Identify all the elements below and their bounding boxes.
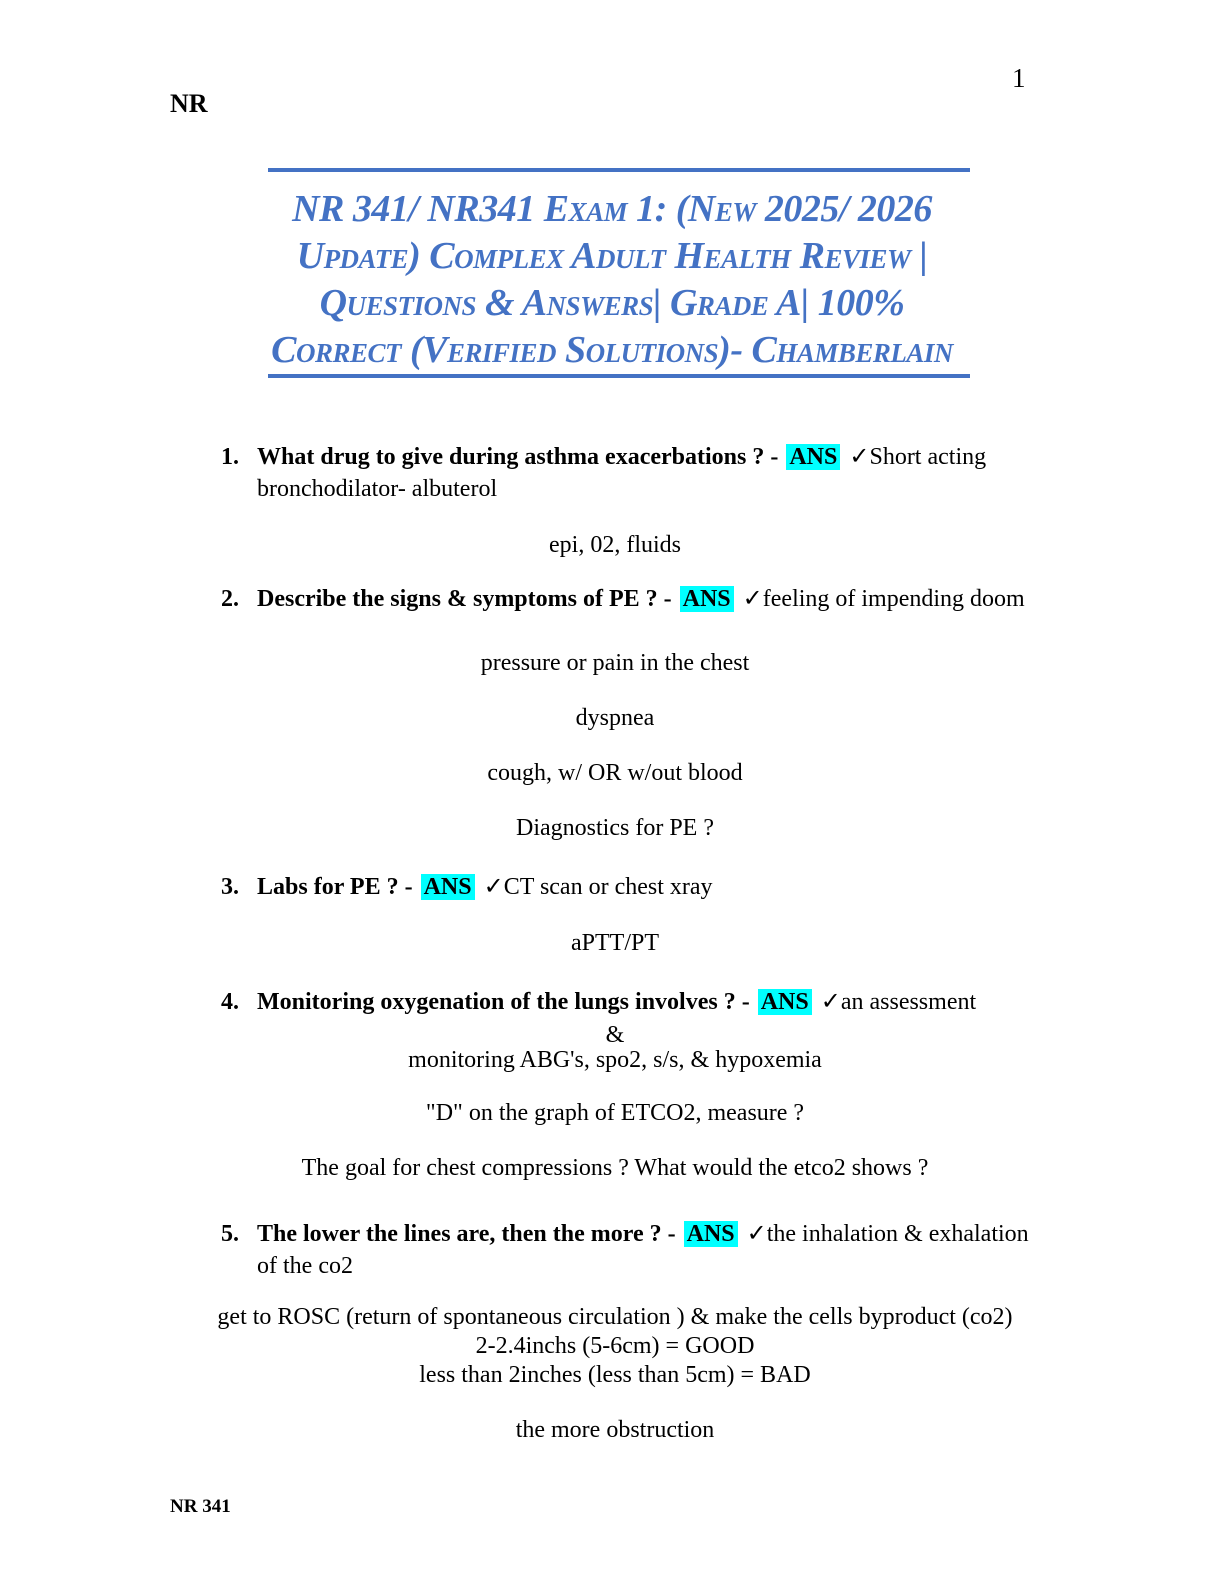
answer-line: & [605, 1022, 625, 1048]
item-number: 1. [221, 444, 239, 470]
qa-item-1: 1. What drug to give during asthma exacer… [183, 441, 1047, 505]
answer-line: cough, w/ OR w/out blood [487, 760, 743, 786]
title-line-1: NR 341/ NR341 Exam 1: (New 2025/ 2026 [292, 188, 932, 230]
checkmark-icon: ✓ [483, 874, 504, 900]
footer-left-text: NR 341 [170, 1496, 231, 1517]
header-left-text: NR [170, 89, 208, 118]
answer-line: pressure or pain in the chest [480, 650, 750, 676]
answer-line-group: get to ROSC (return of spontaneous circu… [183, 1303, 1047, 1390]
answer-line: 2-2.4inchs (5-6cm) = GOOD [475, 1333, 755, 1359]
ans-highlight: ANS [679, 586, 734, 612]
ans-highlight: ANS [786, 444, 841, 470]
checkmark-icon: ✓ [820, 989, 841, 1015]
checkmark-icon: ✓ [849, 444, 870, 470]
ans-highlight: ANS [757, 989, 812, 1015]
title-line-4: Correct (Verified Solutions)- Chamberlai… [271, 329, 953, 371]
answer-text: Short acting bronchodilator- albuterol [257, 444, 987, 502]
ans-highlight: ANS [420, 874, 475, 900]
qa-item-5: 5. The lower the lines are, then the more… [183, 1218, 1047, 1282]
answer-text: CT scan or chest xray [503, 874, 713, 900]
title-rule-top [268, 168, 970, 172]
question-text: The lower the lines are, then the more ?… [257, 1221, 676, 1247]
qa-item-3: 3. Labs for PE ? - ANS ✓CT scan or chest xr… [183, 871, 1047, 903]
document-title: NR 341/ NR341 Exam 1: (New 2025/ 2026 Up… [0, 186, 1224, 374]
question-text: Monitoring oxygenation of the lungs invo… [257, 989, 750, 1015]
question-text: What drug to give during asthma exacerba… [257, 444, 779, 470]
answer-line: Diagnostics for PE ? [516, 815, 714, 841]
answer-line: monitoring ABG's, spo2, s/s, & hypoxemia [408, 1047, 822, 1073]
qa-item-2: 2. Describe the signs & symptoms of PE ? … [183, 583, 1047, 615]
answer-line: get to ROSC (return of spontaneous circu… [217, 1304, 1013, 1330]
title-rule-bottom [268, 374, 970, 378]
answer-line: The goal for chest compressions ? What w… [301, 1155, 929, 1181]
item-number: 3. [221, 874, 239, 900]
checkmark-icon: ✓ [742, 586, 763, 612]
qa-item-4: 4. Monitoring oxygenation of the lungs in… [183, 986, 1047, 1018]
answer-line: less than 2inches (less than 5cm) = BAD [419, 1362, 811, 1388]
checkmark-icon: ✓ [746, 1221, 767, 1247]
answer-line: aPTT/PT [571, 930, 659, 956]
title-line-2: Update) Complex Adult Health Review | [296, 235, 928, 277]
item-number: 4. [221, 989, 239, 1015]
answer-line: dyspnea [575, 705, 655, 731]
question-text: Labs for PE ? - [257, 874, 413, 900]
answer-line: "D" on the graph of ETCO2, measure ? [425, 1100, 805, 1126]
answer-line: the more obstruction [515, 1417, 715, 1443]
answer-line: epi, 02, fluids [549, 532, 681, 558]
title-line-3: Questions & Answers| Grade A| 100% [319, 282, 905, 324]
answer-text: an assessment [840, 989, 977, 1015]
question-text: Describe the signs & symptoms of PE ? - [257, 586, 672, 612]
answer-text: feeling of impending doom [762, 586, 1025, 612]
item-number: 5. [221, 1221, 239, 1247]
ans-highlight: ANS [683, 1221, 738, 1247]
answer-text: the inhalation & exhalation of the co2 [257, 1221, 1029, 1279]
page-number: 1 [1012, 63, 1026, 93]
item-number: 2. [221, 586, 239, 612]
